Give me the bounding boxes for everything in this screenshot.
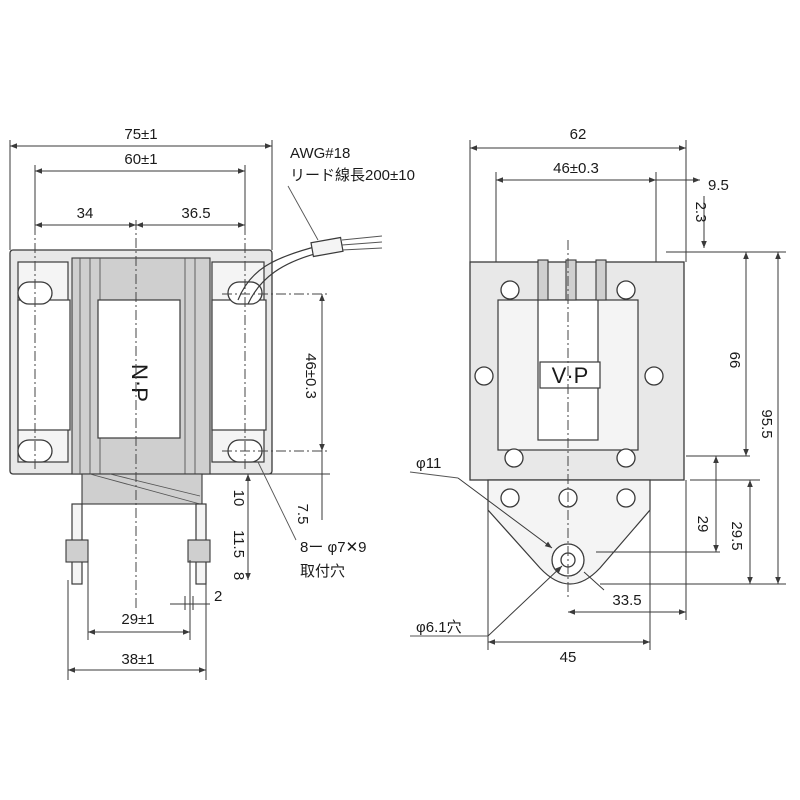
dim-60: 60±1 [124, 151, 157, 168]
front-pin-right [187, 539, 211, 563]
dim-phi11: φ11 [416, 455, 441, 472]
dim-46: 46±0.3 [302, 353, 319, 399]
wire-lead: リード線長200±10 [290, 167, 415, 184]
front-coil-label: N·P [127, 364, 152, 402]
side-hole-mr [644, 366, 664, 386]
side-terminal-3 [595, 259, 607, 301]
front-coil [97, 299, 181, 439]
front-lead-strands [341, 235, 383, 251]
side-plunger-hole-r [616, 488, 636, 508]
dim-66: 66 [726, 352, 743, 369]
dim-62: 62 [570, 126, 587, 143]
dim-2-3: 2.3 [692, 202, 709, 223]
front-lead-wire-2 [247, 251, 323, 305]
dim-34: 34 [77, 205, 94, 222]
side-label-box [539, 361, 601, 389]
dim-10: 10 [230, 490, 247, 507]
side-view: V·P [469, 240, 685, 600]
side-hole-tl [500, 280, 520, 300]
dim-29-5: 29.5 [728, 521, 745, 550]
front-view: N·P [9, 185, 383, 610]
side-hole-bl [504, 448, 524, 468]
side-plunger-plate [487, 479, 651, 585]
front-lead-leader [287, 185, 319, 241]
dim-36-5: 36.5 [181, 205, 210, 222]
dim-75: 75±1 [124, 126, 157, 143]
front-lead-sleeve [310, 236, 344, 258]
side-hole-tr [616, 280, 636, 300]
dim-45: 45 [560, 649, 577, 666]
dim-2: 2 [214, 588, 222, 605]
side-terminal-1 [537, 259, 549, 301]
hole-leader [257, 461, 297, 541]
hole-note: 取付穴 [300, 563, 345, 580]
side-coil-label: V·P [552, 363, 589, 388]
front-dimensions: 75±1 60±1 34 36.5 46±0.3 7.5 10 11.5 8 8… [9, 126, 415, 680]
front-plunger-hatch [89, 473, 201, 505]
side-plunger-hole-l [500, 488, 520, 508]
side-hole-br [616, 448, 636, 468]
dim-38: 38±1 [121, 651, 154, 668]
front-left-side-plate [17, 299, 71, 431]
front-lead-wire-1 [237, 245, 319, 301]
front-pin-left [65, 539, 89, 563]
wire-gauge: AWG#18 [290, 145, 350, 162]
dim-46-side: 46±0.3 [553, 160, 599, 177]
side-terminal-2 [565, 259, 577, 301]
dim-8: 8 [230, 572, 247, 580]
dim-29-side: 29 [694, 516, 711, 533]
hole-spec: 8ー φ7✕9 [300, 539, 367, 556]
dim-11-5: 11.5 [230, 530, 247, 558]
side-hole-ml [474, 366, 494, 386]
dim-33-5: 33.5 [612, 592, 641, 609]
dim-29: 29±1 [121, 611, 154, 628]
dim-phi6-1: φ6.1穴 [416, 619, 462, 636]
side-dimensions: 62 46±0.3 9.5 2.3 66 95.5 29 29.5 33.5 [409, 126, 786, 666]
dim-9-5: 9.5 [708, 177, 729, 194]
dim-7-5: 7.5 [294, 504, 311, 525]
dim-95-5: 95.5 [758, 409, 775, 438]
front-right-side-plate [211, 299, 267, 431]
